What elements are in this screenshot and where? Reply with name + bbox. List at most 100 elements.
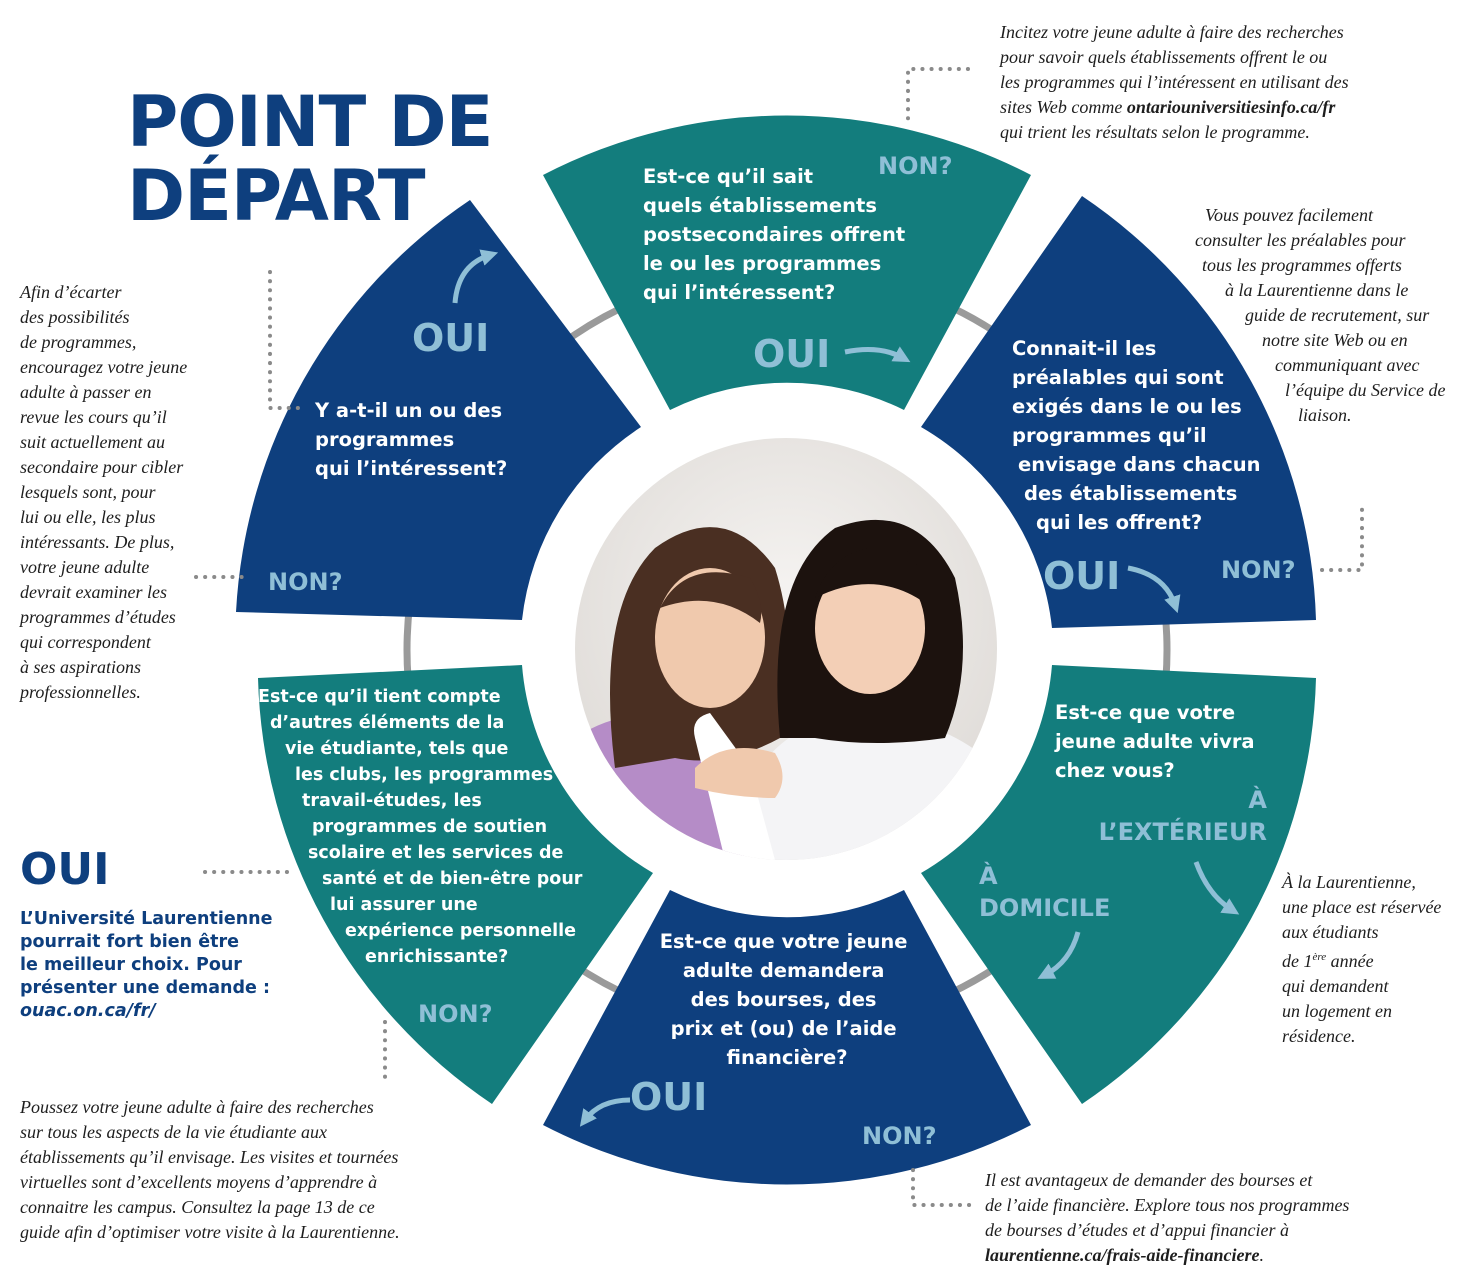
note-line: liaison.	[1298, 405, 1352, 425]
note-line: consulter les préalables pour	[1195, 230, 1406, 250]
domicile-label: DOMICILE	[979, 894, 1110, 922]
note-line: communiquant avec	[1275, 355, 1420, 375]
non-label-q5: NON?	[862, 1122, 937, 1150]
site-link[interactable]: laurentienne.ca/frais-aide-financiere	[985, 1245, 1260, 1265]
note-line: de bourses d’études et d’appui financier…	[985, 1220, 1289, 1240]
oui-label-q5: OUI	[630, 1075, 707, 1119]
note-line: connaitre les campus. Consultez la page …	[20, 1197, 375, 1217]
note-line: programmes d’études	[20, 607, 176, 627]
q1-text: Y a-t-il un ou des programmes qui l’inté…	[314, 399, 509, 480]
q6-line: travail-études, les	[302, 791, 482, 811]
q3-line: programmes qu’il	[1012, 424, 1207, 447]
note-text: .	[1259, 1245, 1264, 1265]
q2-line: le ou les programmes	[643, 252, 881, 275]
q2-line: qui l’intéressent?	[643, 281, 835, 304]
note-line: suit actuellement au	[20, 432, 165, 452]
note-line: devrait examiner les	[20, 582, 167, 602]
arrow-oui-q3	[1127, 565, 1181, 614]
q6-line: expérience personnelle	[345, 921, 576, 941]
a-label-exterieur: À	[1248, 785, 1267, 814]
note-line: virtuelles sont d’excellents moyens d’ap…	[20, 1172, 378, 1192]
final-oui-heading: OUI	[20, 844, 110, 895]
q5-line: financière?	[727, 1046, 848, 1069]
connector-right-non	[1320, 505, 1364, 572]
q6-line: santé et de bien-être pour	[322, 869, 583, 889]
arrow-oui-q2	[844, 346, 911, 363]
note-line: notre site Web ou en	[1262, 330, 1408, 350]
segment-q5	[543, 890, 1031, 1185]
q4-text: Est-ce que votre jeune adulte vivra chez…	[1054, 701, 1261, 782]
arrow-domicile	[1037, 931, 1081, 979]
superscript: ère	[1312, 951, 1327, 963]
note-line: Vous pouvez facilement	[1205, 205, 1373, 225]
title-line: POINT DE	[127, 81, 493, 163]
q6-line: Est-ce qu’il tient compte	[258, 687, 501, 707]
note-line: à la Laurentienne dans le	[1225, 280, 1409, 300]
final-line: présenter une demande :	[20, 978, 270, 998]
note-line: établissements qu’il envisage. Les visit…	[20, 1147, 399, 1167]
segment-q2	[543, 115, 1031, 410]
q6-line: vie étudiante, tels que	[285, 739, 509, 759]
q6-line: enrichissante?	[365, 947, 508, 967]
note-line: revue les cours qu’il	[20, 407, 167, 427]
segment-q3	[921, 196, 1316, 628]
segment-q1	[236, 200, 641, 620]
q6-line: programmes de soutien	[312, 817, 547, 837]
oui-label-q3: OUI	[1043, 554, 1120, 598]
note-line: secondaire pour cibler	[20, 457, 184, 477]
q1-line: Y a-t-il un ou des	[314, 399, 502, 422]
arrow-exterieur	[1193, 861, 1240, 915]
final-oui-text: L’Université Laurentienne pourrait fort …	[20, 908, 273, 1023]
note-line: sites Web comme ontariouniversitiesinfo.…	[1000, 95, 1349, 120]
note-right-top: Vous pouvez facilement consulter les pré…	[1190, 203, 1445, 428]
q3-line: préalables qui sont	[1012, 366, 1224, 389]
note-line: résidence.	[1282, 1026, 1356, 1046]
exterieur-label: L’EXTÉRIEUR	[1099, 817, 1267, 846]
oui-label-q1: OUI	[412, 316, 489, 360]
note-line: À la Laurentienne,	[1282, 872, 1416, 892]
note-line: lesquels sont, pour	[20, 482, 156, 502]
a-label-domicile: À	[979, 861, 998, 890]
segment-q4	[921, 665, 1316, 1104]
note-line: qui demandent	[1282, 976, 1389, 996]
final-line: L’Université Laurentienne	[20, 909, 273, 929]
page-title: POINT DE DÉPART	[127, 81, 493, 237]
note-line: laurentienne.ca/frais-aide-financiere.	[985, 1243, 1349, 1268]
note-line: les programmes qui l’intéressent en util…	[1000, 72, 1349, 92]
arrow-oui-q1	[452, 249, 499, 304]
q5-line: des bourses, des	[691, 988, 877, 1011]
note-line: un logement en	[1282, 1001, 1392, 1021]
non-label-q2: NON?	[878, 152, 953, 180]
note-line: Afin d’écarter	[20, 282, 122, 302]
oui-label-q2: OUI	[753, 332, 830, 376]
connector-bottom-right-note	[911, 1168, 972, 1207]
q4-line: jeune adulte vivra	[1054, 730, 1255, 753]
note-left: Afin d’écarter des possibilités de progr…	[20, 280, 187, 705]
q3-line: qui les offrent?	[1036, 511, 1202, 534]
q5-line: Est-ce que votre jeune	[660, 930, 908, 953]
note-line: Poussez votre jeune adulte à faire des r…	[20, 1097, 374, 1117]
note-line: tous les programmes offerts	[1202, 255, 1402, 275]
q2-line: postsecondaires offrent	[643, 223, 905, 246]
non-label-q3: NON?	[1221, 556, 1296, 584]
site-link[interactable]: ontariouniversitiesinfo.ca/fr	[1126, 97, 1336, 117]
title-line: DÉPART	[127, 155, 425, 237]
note-line: lui ou elle, les plus	[20, 507, 156, 527]
q6-line: scolaire et les services de	[308, 843, 564, 863]
apply-link[interactable]: ouac.on.ca/fr/	[20, 1001, 156, 1021]
note-line: Incitez votre jeune adulte à faire des r…	[1000, 22, 1344, 42]
note-line: de 1ère année	[1282, 945, 1441, 974]
q5-text: Est-ce que votre jeune adulte demandera …	[660, 930, 915, 1069]
segment-q6	[258, 665, 653, 1104]
note-line: sur tous les aspects de la vie étudiante…	[20, 1122, 327, 1142]
q1-line: qui l’intéressent?	[315, 457, 507, 480]
q6-line: les clubs, les programmes	[295, 765, 553, 785]
note-line: de l’aide financière. Explore tous nos p…	[985, 1195, 1350, 1215]
q3-line: Connait-il les	[1012, 337, 1156, 360]
center-photo	[575, 438, 997, 860]
q6-line: d’autres éléments de la	[270, 713, 504, 733]
note-right-bottom: À la Laurentienne, une place est réservé…	[1282, 870, 1441, 1049]
note-line: à ses aspirations	[20, 657, 142, 677]
